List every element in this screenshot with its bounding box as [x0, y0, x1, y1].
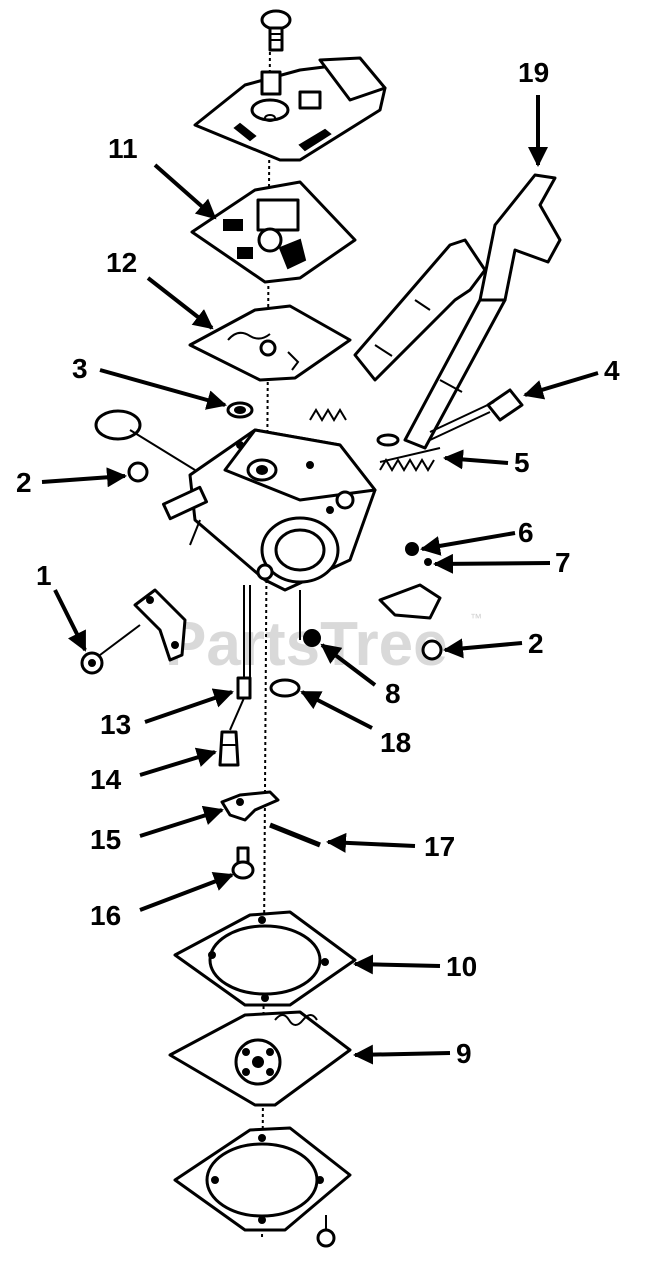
callout-15: 15 — [90, 824, 121, 855]
top-screw — [260, 9, 292, 52]
ball-6-part — [405, 542, 419, 556]
callout-18: 18 — [380, 727, 411, 758]
callout-19: 19 — [518, 57, 549, 88]
needle-13-part — [229, 676, 252, 731]
body-lever-part — [378, 583, 442, 620]
leader-5 — [443, 449, 509, 470]
ball-7-part — [424, 558, 432, 566]
bottom-cover-part — [173, 1126, 352, 1248]
callout-14: 14 — [90, 764, 122, 795]
plug-8-part — [303, 629, 321, 647]
callout-17: 17 — [424, 831, 455, 862]
callout-11: 11 — [108, 133, 138, 164]
callout-4: 4 — [604, 355, 620, 386]
leader-14 — [139, 747, 217, 777]
callout-2-left: 2 — [16, 467, 32, 498]
leader-arrows — [41, 95, 599, 1065]
leader-10 — [353, 954, 441, 975]
callout-16: 16 — [90, 900, 121, 931]
leader-16 — [139, 872, 234, 912]
pin-17-part — [269, 822, 321, 848]
leader-17 — [326, 832, 416, 853]
leader-18 — [300, 690, 373, 730]
lever-15-part — [220, 790, 280, 822]
cap-2-right-part — [421, 639, 443, 661]
callout-13: 13 — [100, 709, 131, 740]
callout-3: 3 — [72, 353, 88, 384]
screen-18-part — [269, 678, 301, 698]
callout-12: 12 — [106, 247, 137, 278]
callout-labels: 1 2 2 3 4 5 6 7 8 9 10 11 12 13 14 15 16… — [16, 57, 620, 1069]
leader-1 — [53, 589, 87, 652]
fuel-line-19-part — [376, 173, 562, 450]
screw-16-part — [231, 846, 255, 880]
carburetor-body-part — [161, 428, 377, 592]
cap-2-left-part — [127, 461, 149, 483]
lever-1-part — [133, 588, 187, 662]
leader-12 — [146, 276, 214, 330]
screw-1-part — [80, 624, 141, 675]
throttle-shaft-part — [353, 238, 487, 382]
leader-4 — [523, 371, 599, 400]
leader-13 — [144, 688, 234, 724]
leader-15 — [139, 805, 224, 838]
diaphragm-9-part — [168, 1010, 352, 1107]
leader-7 — [433, 553, 551, 574]
gasket-12-part — [188, 304, 352, 382]
valve-14-part — [218, 730, 240, 767]
adjust-screw-4-part — [429, 388, 524, 441]
leader-8 — [320, 643, 377, 687]
leader-3 — [99, 368, 227, 410]
callout-8: 8 — [385, 678, 401, 709]
callout-7: 7 — [555, 547, 571, 578]
callout-6: 6 — [518, 517, 534, 548]
leader-2a — [41, 467, 127, 488]
callout-1: 1 — [36, 560, 52, 591]
spring-5-part — [379, 447, 441, 472]
gasket-10-part — [173, 910, 357, 1007]
spring-upper-part — [309, 408, 347, 422]
leader-2b — [443, 638, 523, 659]
callout-2-right: 2 — [528, 628, 544, 659]
top-cover-part — [193, 56, 387, 162]
leader-6 — [420, 531, 516, 556]
leader-9 — [353, 1044, 451, 1065]
callout-10: 10 — [446, 951, 477, 982]
gasket-11-part — [190, 180, 357, 284]
diaphragm-disc-part — [94, 409, 196, 471]
callout-5: 5 — [514, 447, 530, 478]
leader-11 — [153, 163, 217, 220]
callout-9: 9 — [456, 1038, 472, 1069]
watermark-trademark: ™ — [470, 611, 482, 625]
